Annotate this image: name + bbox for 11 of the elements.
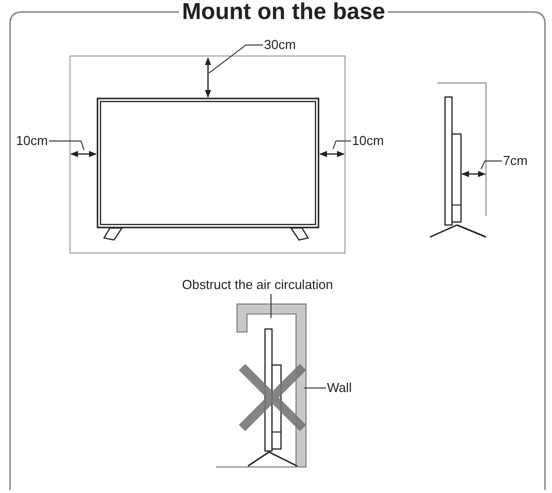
leader-line (270, 294, 272, 318)
leader-line (208, 44, 264, 74)
dimension-label: 30cm (264, 37, 296, 53)
warning-text: Obstruct the air circulation (182, 277, 334, 293)
dimension-label: 7cm (503, 153, 528, 169)
dimension-label: 10cm (16, 133, 48, 149)
leader-line (332, 140, 352, 150)
leader-line (480, 160, 502, 170)
callout-label: Wall (327, 380, 352, 396)
leader-line (48, 140, 84, 150)
dimension-label: 10cm (352, 133, 384, 149)
